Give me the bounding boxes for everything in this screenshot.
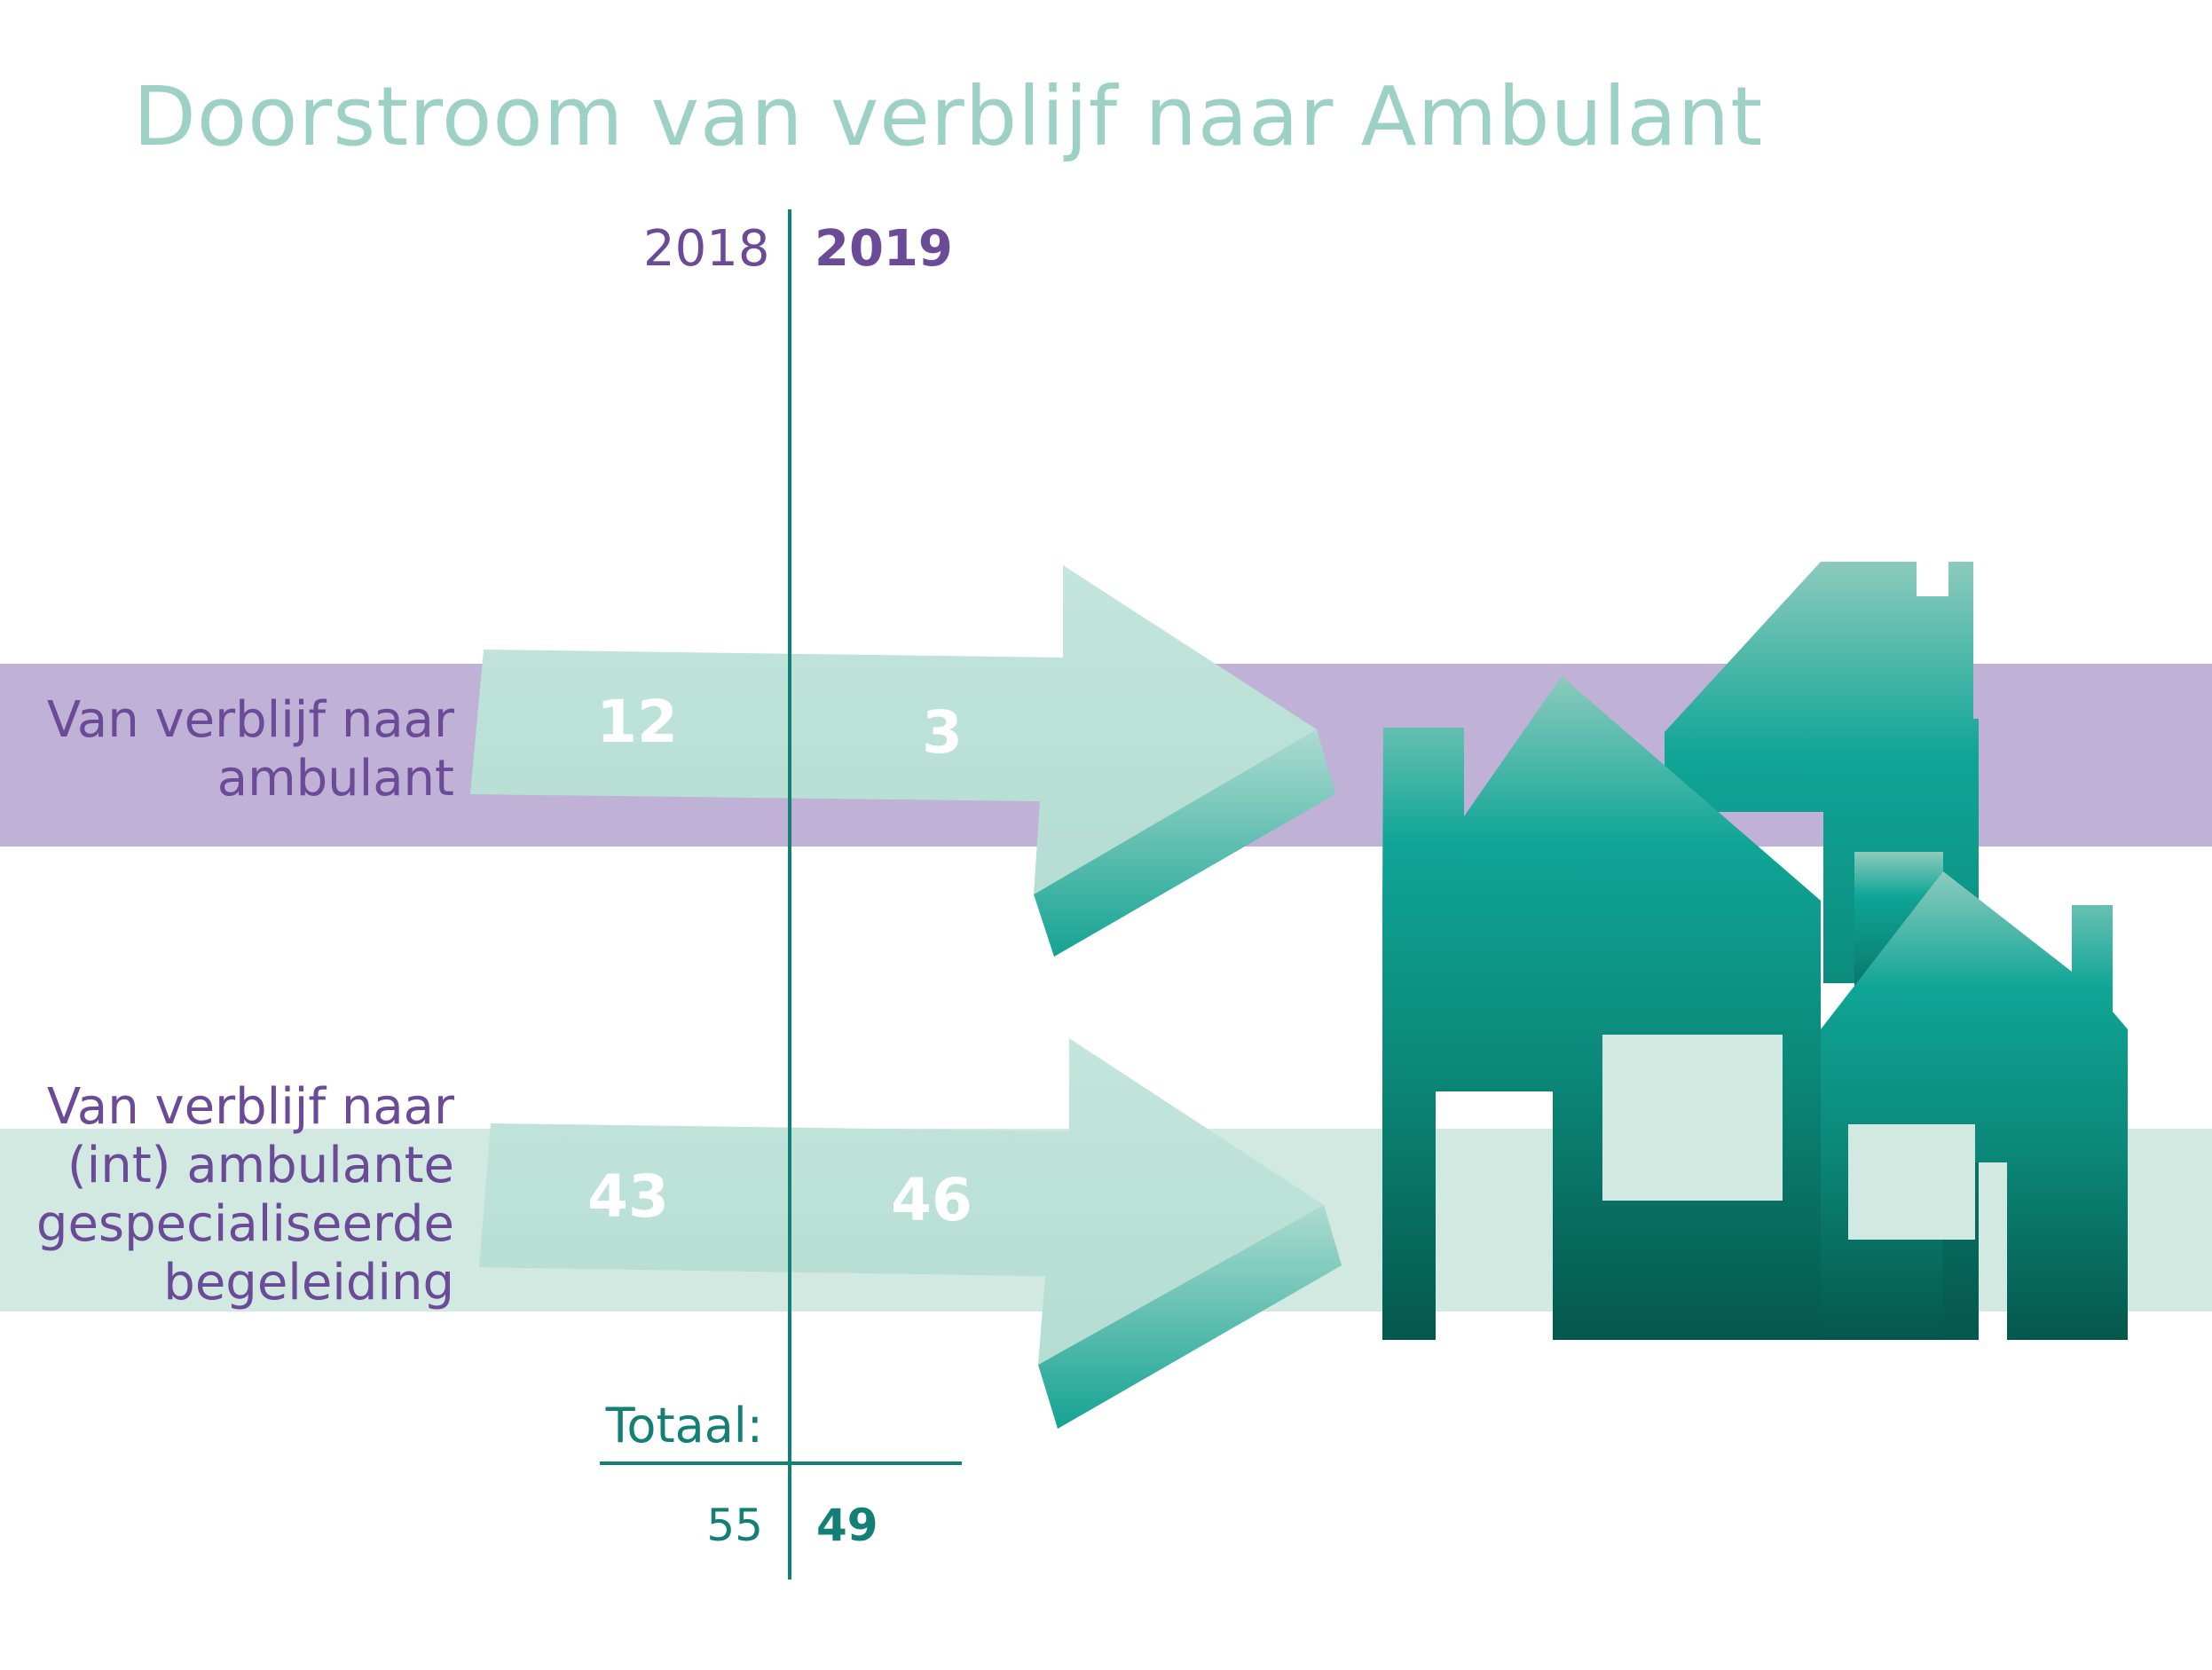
year-label-2019: 2019 xyxy=(815,220,953,278)
value-row1-2018: 12 xyxy=(596,688,678,756)
page-title: Doorstroom van verblijf naar Ambulant xyxy=(133,69,1764,164)
value-row2-2019: 46 xyxy=(891,1166,972,1234)
year-label-2018: 2018 xyxy=(643,220,770,278)
value-row2-2018: 43 xyxy=(587,1162,669,1231)
houses-icon xyxy=(1382,562,2128,1340)
row-label-verblijf-int-ambulant: Van verblijf naar (int) ambulante gespec… xyxy=(35,1078,454,1312)
arrow-icon xyxy=(479,1038,1342,1429)
totals-label: Totaal: xyxy=(605,1398,763,1453)
total-2019: 49 xyxy=(816,1500,878,1551)
value-row1-2019: 3 xyxy=(922,698,963,767)
total-2018: 55 xyxy=(706,1500,763,1551)
row-label-verblijf-ambulant: Van verblijf naar ambulant xyxy=(46,691,454,807)
arrow-icon xyxy=(470,565,1335,957)
